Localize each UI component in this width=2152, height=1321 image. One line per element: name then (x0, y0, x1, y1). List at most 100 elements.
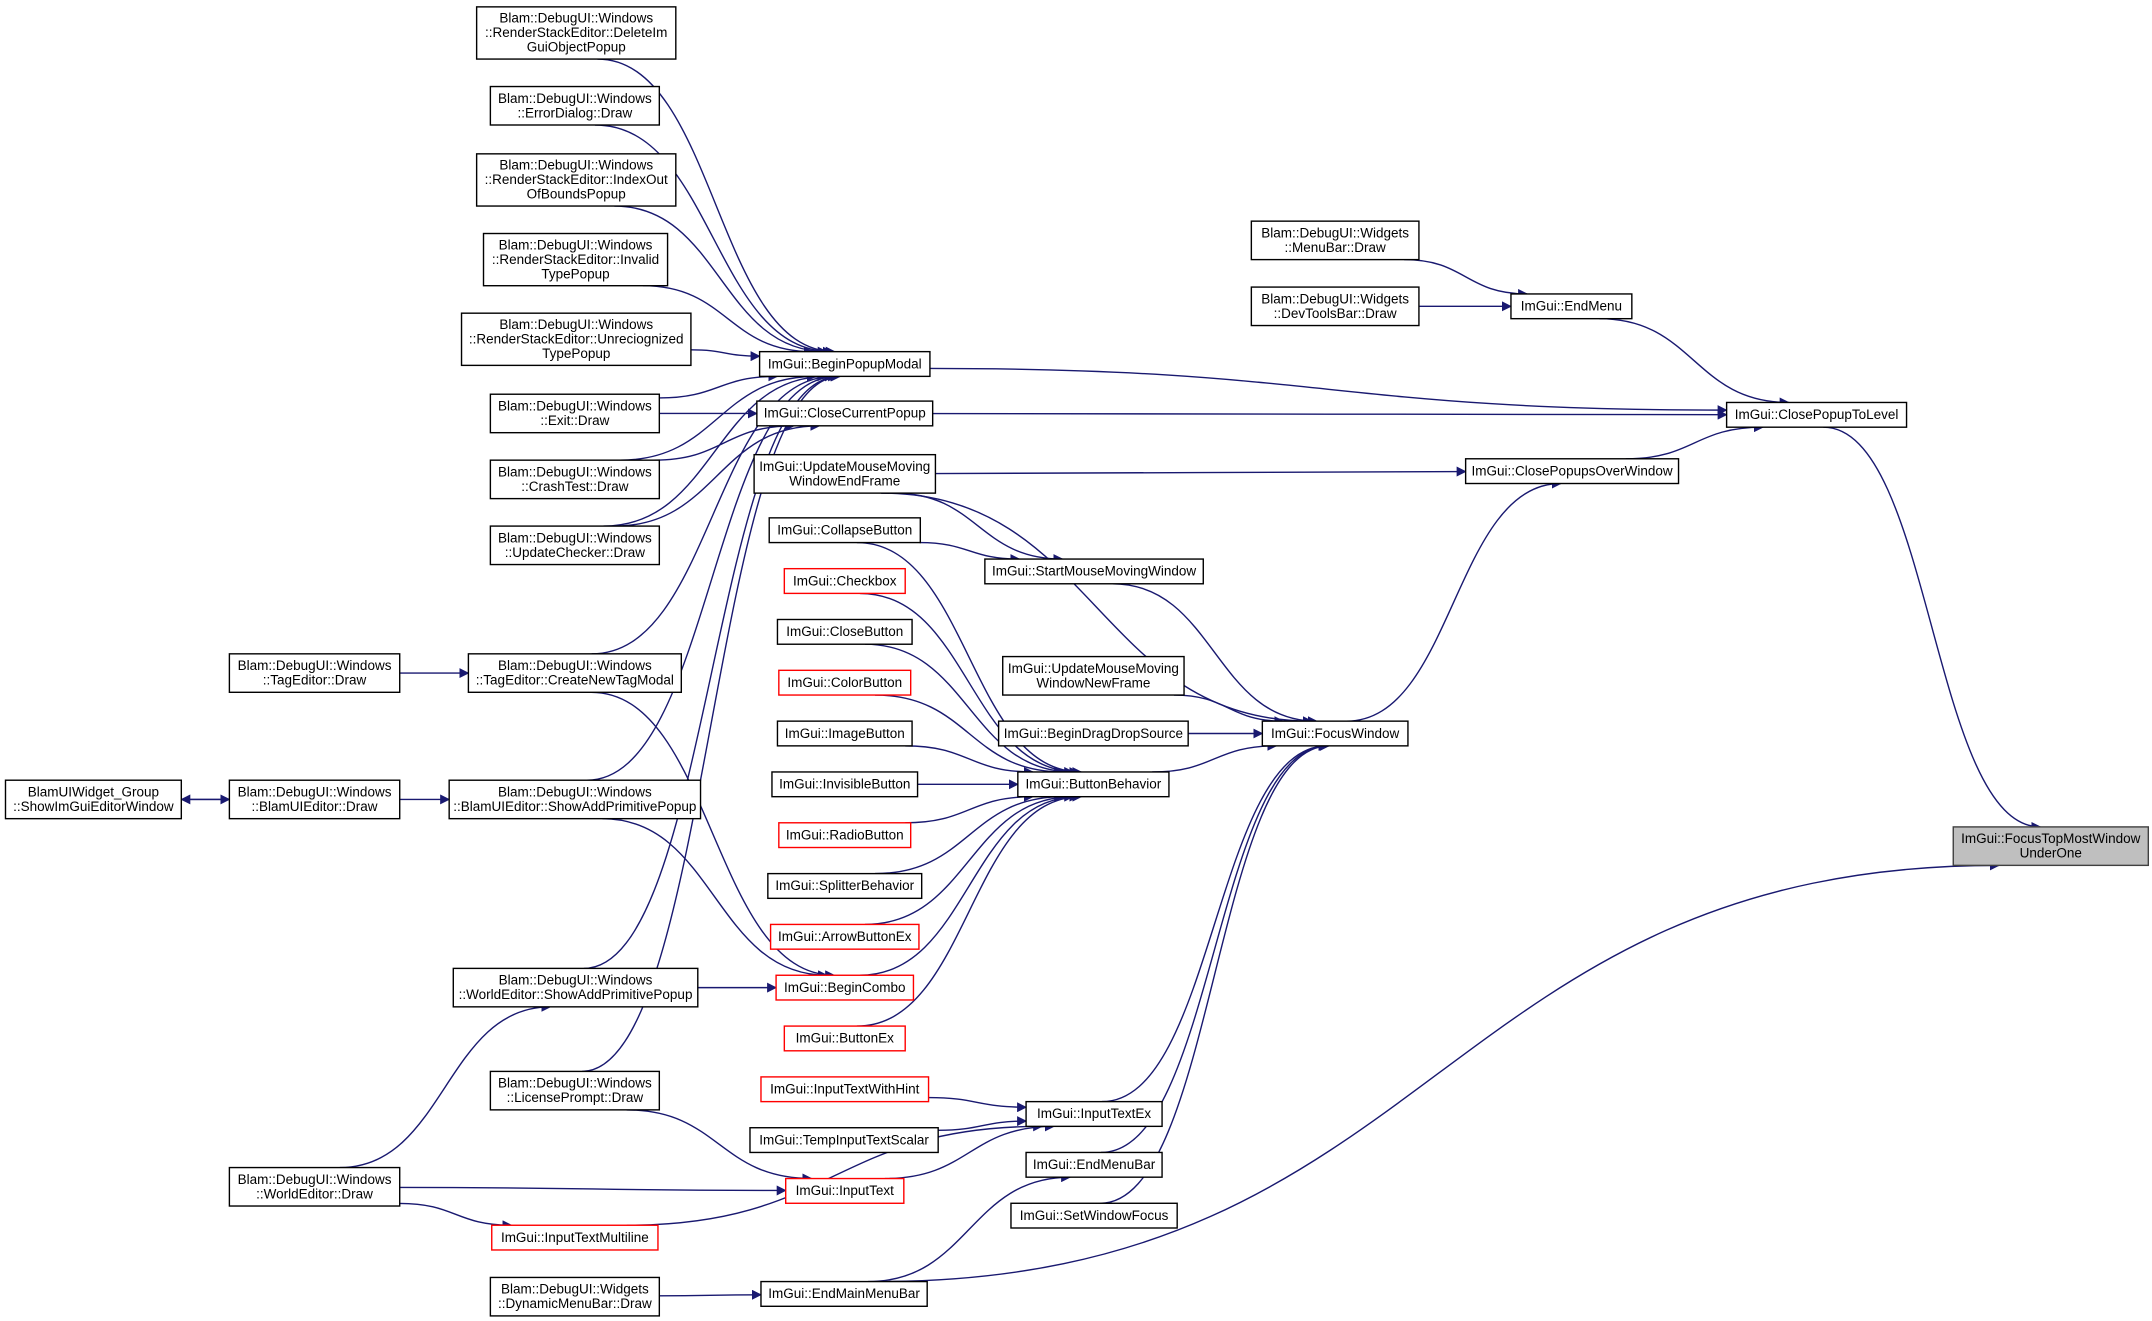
node-inputmulti[interactable]: ImGui::InputTextMultiline (491, 1224, 659, 1251)
node-label-line: ImGui::ArrowButtonEx (778, 929, 912, 944)
node-tagdraw[interactable]: Blam::DebugUI::Windows::TagEditor::Draw (228, 653, 401, 693)
edge-begincombo-to-buttonbeh (859, 791, 1080, 976)
node-label-line: ImGui::Checkbox (793, 573, 897, 588)
node-menubar[interactable]: Blam::DebugUI::Widgets::MenuBar::Draw (1250, 220, 1420, 261)
node-label-line: ImGui::InputTextWithHint (770, 1082, 920, 1097)
node-label-line: ImGui::UpdateMouseMoving (1008, 661, 1179, 676)
node-indexout[interactable]: Blam::DebugUI::Windows::RenderStackEdito… (475, 153, 677, 207)
node-box (4, 779, 183, 820)
node-uiprim[interactable]: Blam::DebugUI::Windows::BlamUIEditor::Sh… (448, 779, 702, 820)
edge-setfocus-to-focuswin (1100, 740, 1330, 1204)
node-closetolevel[interactable]: ImGui::ClosePopupToLevel (1725, 401, 1908, 428)
node-beginpopup[interactable]: ImGui::BeginPopupModal (758, 350, 931, 378)
node-setfocus[interactable]: ImGui::SetWindowFocus (1010, 1202, 1178, 1229)
node-label-line: ::BlamUIEditor::ShowAddPrimitivePopup (453, 799, 696, 814)
node-imagebtn[interactable]: ImGui::ImageButton (776, 720, 913, 747)
node-unrec[interactable]: Blam::DebugUI::Windows::RenderStackEdito… (460, 312, 692, 367)
edge-umend-to-closepopover (935, 466, 1467, 477)
node-inputhint[interactable]: ImGui::InputTextWithHint (760, 1076, 930, 1103)
edge-crash-to-closecur (653, 420, 796, 461)
node-uidraw[interactable]: Blam::DebugUI::Windows::BlamUIEditor::Dr… (228, 779, 401, 820)
node-exit[interactable]: Blam::DebugUI::Windows::Exit::Draw (489, 393, 661, 434)
node-group[interactable]: BlamUIWidget_Group::ShowImGuiEditorWindo… (4, 779, 183, 820)
node-label-line: WindowNewFrame (1036, 675, 1150, 690)
node-box (783, 567, 906, 595)
node-closepopover[interactable]: ImGui::ClosePopupsOverWindow (1464, 458, 1680, 485)
node-label-line: ImGui::EndMainMenuBar (768, 1286, 920, 1301)
node-startmouse[interactable]: ImGui::StartMouseMovingWindow (984, 558, 1204, 585)
node-dragdrop[interactable]: ImGui::BeginDragDropSource (997, 720, 1189, 747)
node-closebtn[interactable]: ImGui::CloseButton (776, 618, 913, 645)
edge-layer (180, 58, 2042, 1300)
node-dynmenu[interactable]: Blam::DebugUI::Widgets::DynamicMenuBar::… (489, 1276, 661, 1317)
node-box (776, 618, 913, 645)
node-buttonex[interactable]: ImGui::ButtonEx (783, 1025, 906, 1052)
node-label-line: ImGui::BeginDragDropSource (1004, 726, 1183, 741)
node-label-line: ::RenderStackEditor::Unreciognized (469, 332, 684, 347)
node-label-line: Blam::DebugUI::Windows (499, 237, 653, 252)
node-devtools[interactable]: Blam::DebugUI::Widgets::DevToolsBar::Dra… (1250, 286, 1420, 327)
node-label-line: ::RenderStackEditor::DeleteIm (485, 25, 667, 40)
node-endmainmenu[interactable]: ImGui::EndMainMenuBar (760, 1280, 928, 1307)
node-collapse[interactable]: ImGui::CollapseButton (768, 517, 922, 544)
node-checkbox[interactable]: ImGui::Checkbox (783, 567, 906, 595)
node-closecur[interactable]: ImGui::CloseCurrentPopup (756, 400, 934, 427)
node-update[interactable]: Blam::DebugUI::Windows::UpdateChecker::D… (489, 525, 661, 566)
node-license[interactable]: Blam::DebugUI::Windows::LicensePrompt::D… (489, 1070, 661, 1111)
node-colorbtn[interactable]: ImGui::ColorButton (778, 669, 912, 696)
node-error[interactable]: Blam::DebugUI::Windows::ErrorDialog::Dra… (489, 85, 661, 126)
node-worlddraw[interactable]: Blam::DebugUI::Windows::WorldEditor::Dra… (228, 1166, 401, 1207)
node-label-line: Blam::DebugUI::Windows (498, 398, 652, 413)
node-endmenubar[interactable]: ImGui::EndMenuBar (1025, 1151, 1163, 1178)
node-begincombo[interactable]: ImGui::BeginCombo (775, 974, 915, 1001)
node-label-line: Blam::DebugUI::Widgets (1261, 291, 1409, 306)
node-arrowbtn[interactable]: ImGui::ArrowButtonEx (769, 923, 920, 950)
edge-indexout-to-beginpopup (614, 205, 828, 357)
node-box (228, 1166, 401, 1207)
edge-tempinput-to-inputtextex (938, 1116, 1028, 1131)
edge-closecur-to-closetolevel (932, 409, 1728, 420)
node-box (467, 653, 683, 693)
node-tempinput[interactable]: ImGui::TempInputTextScalar (749, 1127, 939, 1154)
edge-startmouse-to-focuswin (1112, 583, 1318, 727)
node-box (1510, 293, 1633, 320)
node-label-line: ImGui::BeginCombo (784, 980, 906, 995)
edge-menubar-to-endmenu (1404, 258, 1529, 299)
node-label-line: ImGui::FocusTopMostWindow (1961, 831, 2141, 846)
edge-endmenu-to-closetolevel (1599, 317, 1790, 408)
edge-delete-to-beginpopup (597, 58, 836, 357)
node-label-line: ImGui::RadioButton (786, 827, 904, 842)
node-label-line: ::ErrorDialog::Draw (517, 105, 632, 120)
edge-tagcreate-to-beginpopup (591, 371, 835, 655)
node-radiobtn[interactable]: ImGui::RadioButton (778, 822, 912, 849)
node-box (460, 312, 692, 367)
node-box (756, 400, 934, 427)
node-buttonbeh[interactable]: ImGui::ButtonBehavior (1017, 771, 1170, 798)
node-focuswin[interactable]: ImGui::FocusWindow (1261, 720, 1409, 747)
node-box (448, 779, 702, 820)
node-tagcreate[interactable]: Blam::DebugUI::Windows::TagEditor::Creat… (467, 653, 683, 693)
node-layer: Blam::DebugUI::Windows::RenderStackEdito… (4, 6, 2150, 1317)
node-label-line: Blam::DebugUI::Windows (498, 91, 652, 106)
node-box (1250, 286, 1420, 327)
node-box (228, 653, 401, 693)
node-box (228, 779, 401, 820)
node-crash[interactable]: Blam::DebugUI::Windows::CrashTest::Draw (489, 459, 661, 500)
node-label-line: ::LicensePrompt::Draw (507, 1090, 644, 1105)
node-label-line: Blam::DebugUI::Widgets (501, 1282, 649, 1297)
node-invalid[interactable]: Blam::DebugUI::Windows::RenderStackEdito… (482, 232, 669, 287)
node-label-line: ImGui::EndMenu (1521, 299, 1622, 314)
node-delete[interactable]: Blam::DebugUI::Windows::RenderStackEdito… (475, 6, 677, 60)
node-label-line: ImGui::CollapseButton (777, 522, 912, 537)
edge-crash-to-beginpopup (619, 371, 817, 461)
node-inputtextex[interactable]: ImGui::InputTextEx (1025, 1100, 1163, 1128)
node-label-line: ImGui::StartMouseMovingWindow (992, 564, 1196, 579)
node-worldprim[interactable]: Blam::DebugUI::Windows::WorldEditor::Sho… (452, 967, 699, 1008)
node-inputtext[interactable]: ImGui::InputText (784, 1177, 905, 1204)
node-invisbtn[interactable]: ImGui::InvisibleButton (771, 771, 919, 798)
node-endmenu[interactable]: ImGui::EndMenu (1510, 293, 1633, 320)
node-splitter[interactable]: ImGui::SplitterBehavior (767, 872, 923, 900)
